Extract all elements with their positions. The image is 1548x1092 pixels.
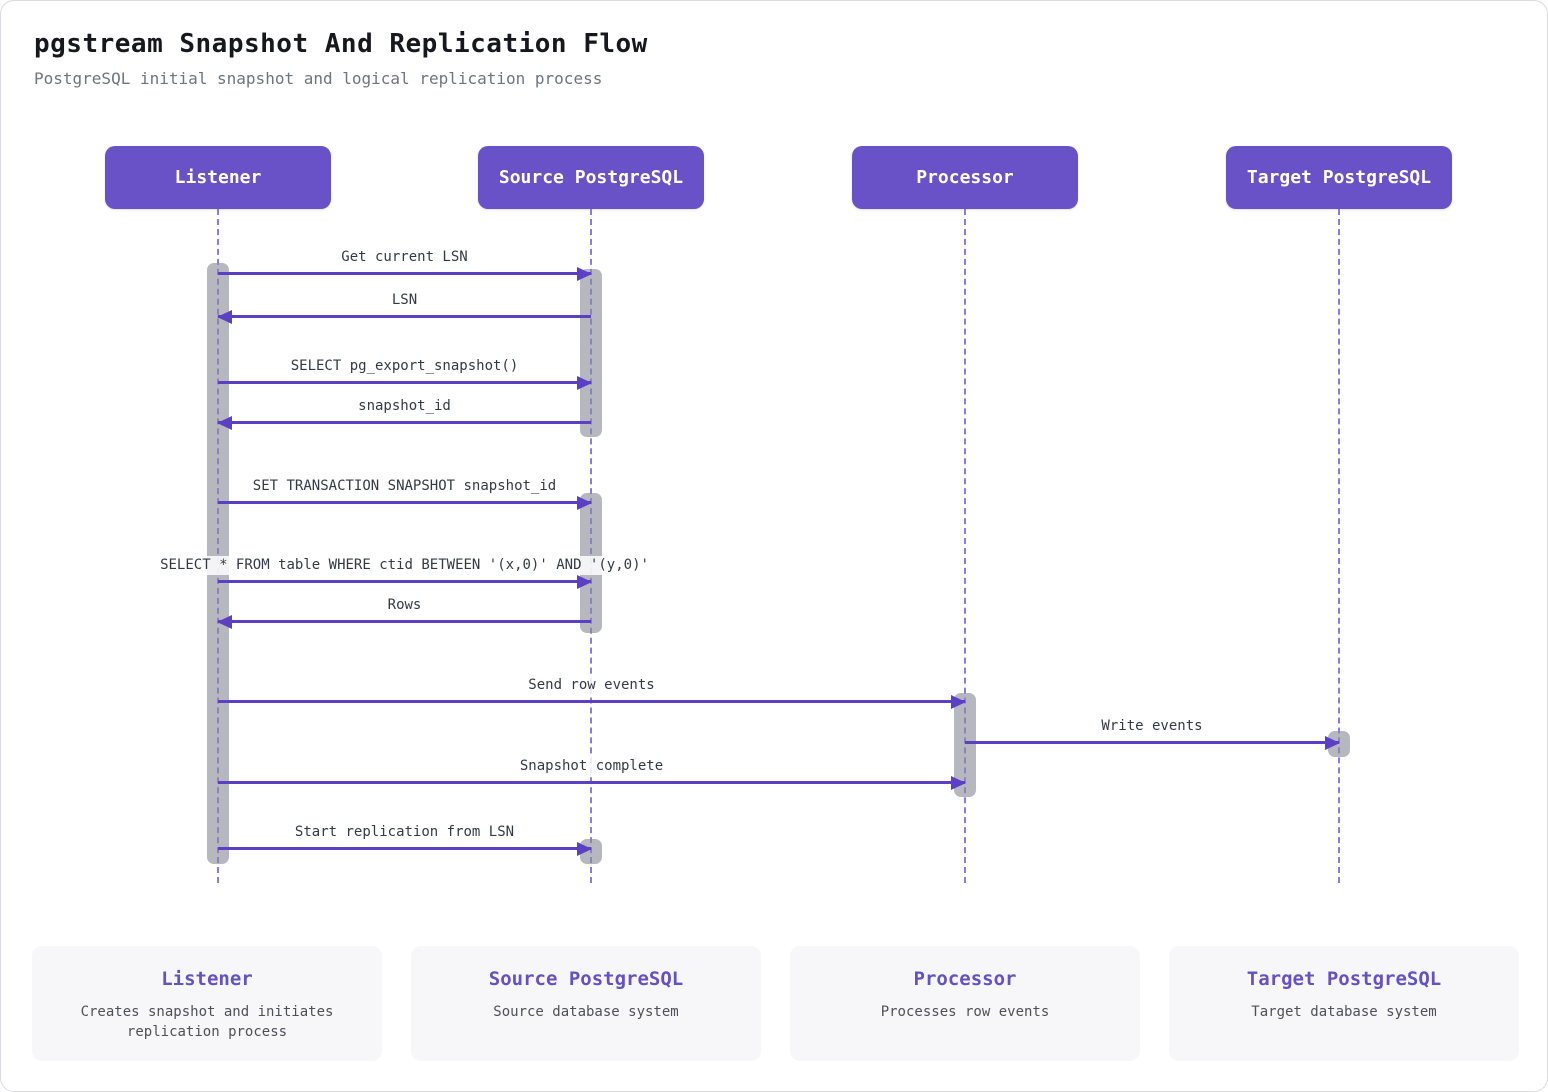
message-label: Write events: [1096, 717, 1208, 736]
legend-title: Target PostgreSQL: [1246, 968, 1442, 990]
arrowhead-icon: [1325, 735, 1340, 750]
activation-source-1: [580, 269, 602, 437]
legend-description: Creates snapshot and initiates replicati…: [80, 1004, 334, 1040]
arrowhead-icon: [951, 694, 966, 709]
arrowhead-icon: [217, 309, 232, 324]
message-arrow-left: [217, 415, 591, 430]
legend-description: Processes row events: [880, 1004, 1050, 1020]
message-label: LSN: [386, 291, 423, 310]
legend-card-processor: Processor Processes row events: [790, 946, 1140, 1061]
legend-title: Processor: [913, 968, 1017, 990]
activation-processor: [954, 693, 976, 797]
message-lsn: LSN: [217, 291, 591, 324]
message-get-current-lsn: Get current LSN: [218, 248, 592, 281]
message-set-transaction-snapshot: SET TRANSACTION SNAPSHOT snapshot_id: [218, 477, 592, 510]
actor-label-processor: Processor: [916, 167, 1014, 188]
message-label: Snapshot complete: [514, 757, 669, 776]
arrowhead-icon: [217, 614, 232, 629]
arrowhead-icon: [951, 775, 966, 790]
legend-card-target-postgresql: Target PostgreSQL Target database system: [1169, 946, 1519, 1061]
message-arrow-left: [217, 309, 591, 324]
message-send-row-events: Send row events: [218, 676, 966, 709]
actor-label-listener: Listener: [174, 167, 262, 188]
page-subtitle: PostgreSQL initial snapshot and logical …: [34, 69, 603, 88]
legend-title: Listener: [161, 968, 253, 990]
lifeline-processor: [964, 209, 966, 883]
message-label: Get current LSN: [336, 248, 473, 267]
arrowhead-icon: [217, 415, 232, 430]
arrowhead-icon: [577, 574, 592, 589]
message-label: SELECT pg_export_snapshot(): [285, 357, 524, 376]
message-arrow-right: [218, 266, 592, 281]
message-arrow-right: [218, 375, 592, 390]
actor-box-processor: Processor: [852, 146, 1078, 209]
message-arrow-left: [217, 614, 591, 629]
actor-box-listener: Listener: [105, 146, 331, 209]
legend-description: Target database system: [1251, 1004, 1437, 1020]
message-label: Rows: [382, 596, 427, 615]
message-label: snapshot_id: [353, 397, 456, 416]
message-rows: Rows: [217, 596, 591, 629]
message-select-from-table: SELECT * FROM table WHERE ctid BETWEEN '…: [155, 556, 654, 589]
message-snapshot-complete: Snapshot complete: [218, 757, 966, 790]
legend-description: Source database system: [493, 1004, 679, 1020]
actor-label-source-postgresql: Source PostgreSQL: [498, 167, 684, 188]
arrowhead-icon: [577, 495, 592, 510]
arrowhead-icon: [577, 375, 592, 390]
message-start-replication-from-lsn: Start replication from LSN: [218, 823, 592, 856]
message-arrow-right: [218, 694, 966, 709]
actor-box-target-postgresql: Target PostgreSQL: [1226, 146, 1452, 209]
message-arrow-right: [218, 775, 966, 790]
message-arrow-right: [218, 574, 592, 589]
arrowhead-icon: [577, 841, 592, 856]
message-arrow-right: [218, 841, 592, 856]
lifeline-target-postgresql: [1338, 209, 1340, 883]
message-arrow-right: [218, 495, 592, 510]
message-label: Start replication from LSN: [289, 823, 520, 842]
message-label: SET TRANSACTION SNAPSHOT snapshot_id: [247, 477, 562, 496]
legend-card-source-postgresql: Source PostgreSQL Source database system: [411, 946, 761, 1061]
actor-box-source-postgresql: Source PostgreSQL: [478, 146, 704, 209]
actor-label-target-postgresql: Target PostgreSQL: [1246, 167, 1432, 188]
message-label: Send row events: [523, 676, 660, 695]
legend-card-listener: Listener Creates snapshot and initiates …: [32, 946, 382, 1061]
message-arrow-right: [965, 735, 1340, 750]
message-write-events: Write events: [965, 717, 1340, 750]
arrowhead-icon: [577, 266, 592, 281]
message-snapshot-id: snapshot_id: [217, 397, 591, 430]
legend-title: Source PostgreSQL: [488, 968, 684, 990]
page-title: pgstream Snapshot And Replication Flow: [34, 29, 648, 59]
message-label: SELECT * FROM table WHERE ctid BETWEEN '…: [155, 556, 654, 575]
message-select-pg-export-snapshot: SELECT pg_export_snapshot(): [218, 357, 592, 390]
